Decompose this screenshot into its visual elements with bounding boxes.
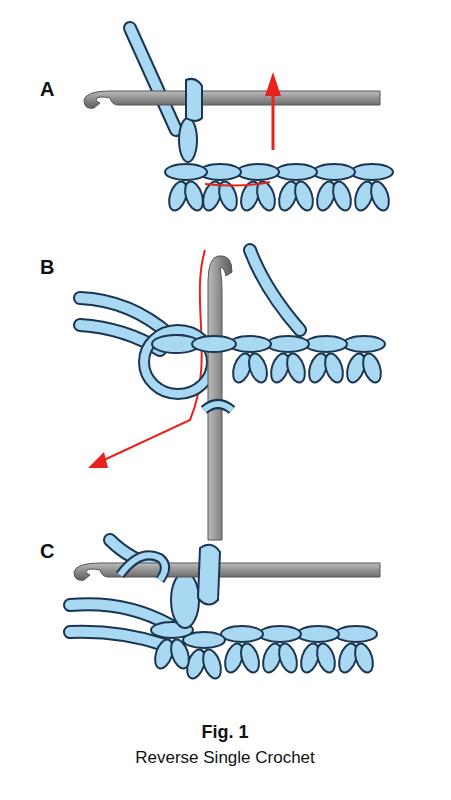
yarn-strand — [130, 28, 176, 130]
panel-letter: A — [40, 78, 54, 101]
stitch — [165, 164, 207, 213]
stitch — [259, 626, 301, 675]
crochet-hook — [208, 256, 232, 540]
yarn-loop — [186, 79, 202, 121]
stitch — [351, 164, 393, 213]
panel-c — [70, 540, 380, 681]
stitch — [305, 336, 347, 385]
yarn-loop — [198, 545, 220, 605]
panel-a — [84, 28, 393, 213]
stitch — [275, 164, 317, 213]
arrow-head — [265, 72, 281, 96]
yarn-strand — [250, 250, 300, 330]
yarn-strand — [70, 632, 165, 645]
stitch — [237, 164, 279, 213]
yarn-loop — [204, 404, 232, 410]
panel-b — [80, 250, 385, 540]
figure-number: Fig. 1 — [201, 722, 248, 743]
yarn-loop — [171, 572, 199, 628]
yarn-strand — [70, 604, 170, 625]
figure-caption: Reverse Single Crochet — [135, 748, 315, 768]
stitch — [297, 626, 339, 675]
stitch — [151, 622, 193, 671]
stitch — [335, 626, 377, 675]
yarn-strand — [70, 632, 165, 645]
stitch — [343, 336, 385, 385]
stitch — [313, 164, 355, 213]
yarn-loop — [179, 118, 197, 162]
yarn-strand — [130, 28, 176, 130]
arrow-head — [88, 452, 108, 468]
needle-path-line — [104, 250, 205, 460]
panel-letter: B — [40, 256, 54, 279]
needle-path-line — [205, 182, 270, 186]
yarn-loop — [120, 555, 165, 580]
yarn-loop — [204, 404, 232, 410]
direction-arrow — [272, 95, 275, 150]
yarn-strand — [70, 604, 170, 625]
yarn-loop — [192, 336, 236, 352]
stitch — [221, 626, 263, 675]
panel-letter: C — [40, 540, 54, 563]
crochet-hook — [84, 91, 380, 108]
yarn-strand — [250, 250, 300, 330]
yarn-loop — [120, 555, 165, 580]
stitch — [267, 336, 309, 385]
